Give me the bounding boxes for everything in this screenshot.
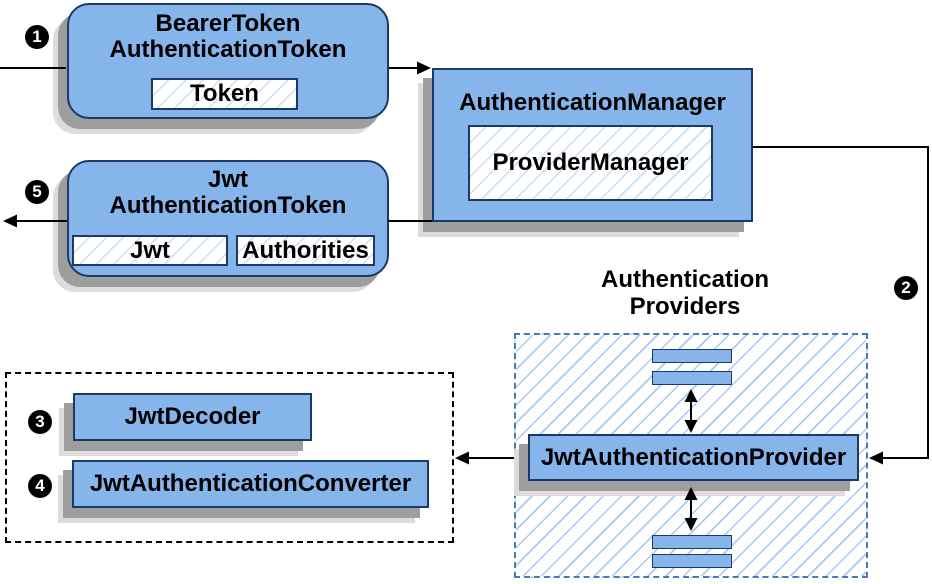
bearer-token-title-line2: AuthenticationToken — [109, 36, 347, 63]
jwt-decoder-node: JwtDecoder — [73, 393, 312, 441]
manager-to-provider-arrowhead — [869, 451, 883, 465]
jwt-authentication-provider-node: JwtAuthenticationProvider — [528, 434, 859, 481]
provider-to-decoder-arrowhead — [455, 451, 469, 465]
step-badge-4: 4 — [28, 474, 52, 498]
authorities-tag: Authorities — [236, 235, 375, 266]
authentication-providers-label-line1: Authentication — [601, 266, 769, 293]
response-out-arrowhead — [3, 214, 17, 228]
generic-provider-bar-2 — [652, 371, 732, 385]
step-badge-5: 5 — [25, 180, 49, 204]
generic-provider-bar-3 — [652, 535, 732, 549]
jwt-token-title-line1: Jwt — [207, 166, 248, 193]
generic-provider-bar-1 — [652, 349, 732, 363]
authentication-providers-label: Authentication Providers — [565, 266, 805, 320]
generic-provider-bar-4 — [652, 554, 732, 568]
bearer-token-authentication-token-node: BearerToken AuthenticationToken Token — [67, 3, 389, 119]
authentication-manager-title: AuthenticationManager — [459, 89, 726, 116]
authentication-manager-node: AuthenticationManager ProviderManager — [432, 68, 753, 222]
jwt-token-title-line2: AuthenticationToken — [109, 192, 347, 219]
token-to-manager-arrowhead — [417, 61, 431, 75]
authentication-providers-label-line2: Providers — [629, 293, 741, 320]
step-badge-1: 1 — [25, 25, 49, 49]
provider-manager-tag: ProviderManager — [468, 125, 713, 201]
token-tag: Token — [151, 78, 298, 110]
jwt-authentication-converter-node: JwtAuthenticationConverter — [72, 460, 429, 508]
step-badge-2: 2 — [894, 276, 918, 300]
jwt-authentication-token-node: Jwt AuthenticationToken Jwt Authorities — [67, 160, 389, 277]
bearer-token-title-line1: BearerToken — [155, 10, 301, 37]
step-badge-3: 3 — [28, 410, 52, 434]
jwt-decoder-converter-group — [5, 372, 454, 543]
jwt-tag: Jwt — [72, 235, 228, 266]
